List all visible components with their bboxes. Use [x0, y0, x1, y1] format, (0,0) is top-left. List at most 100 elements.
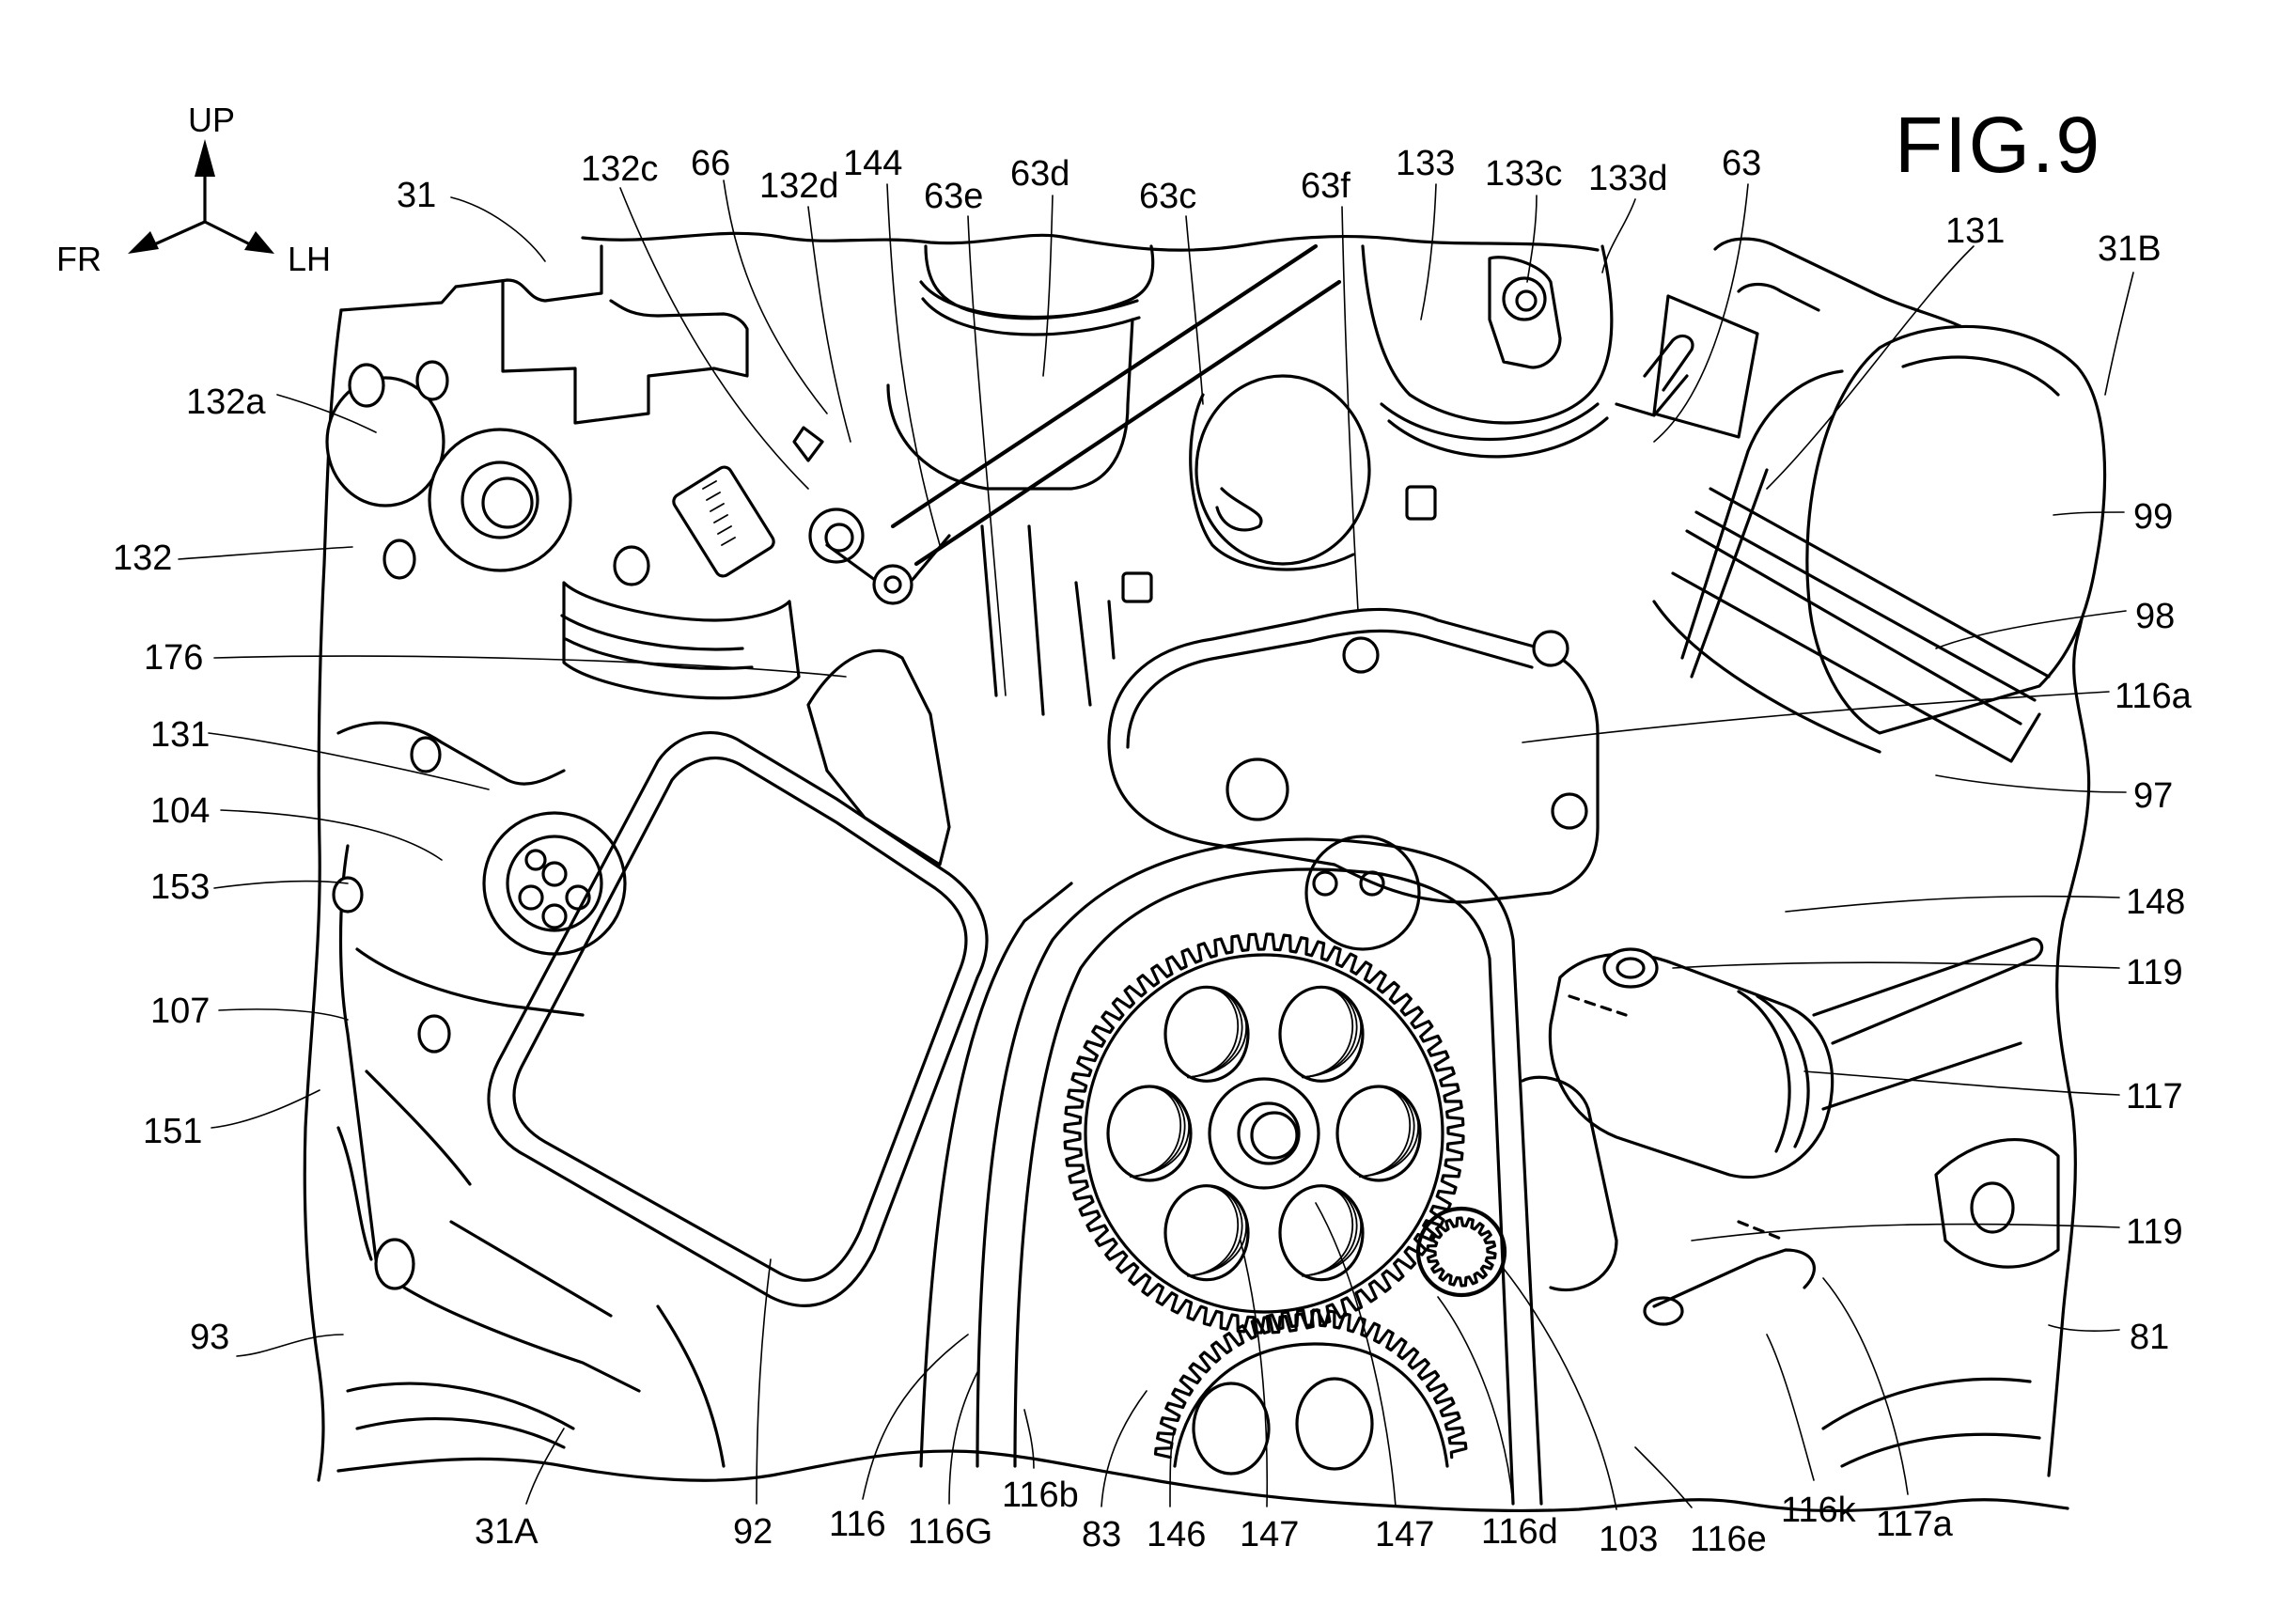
label-116e: 116e	[1690, 1520, 1767, 1559]
leader-153	[213, 880, 349, 889]
pump-body-shaft	[1521, 1075, 1618, 1292]
up-arrow-icon	[195, 139, 215, 177]
label-83: 83	[1082, 1515, 1121, 1554]
timing-case-outer-wall	[919, 882, 1073, 1468]
leader-176	[213, 655, 847, 678]
timing-cover-boss	[1226, 757, 1289, 821]
gear-hole-bevel	[1187, 987, 1247, 1079]
thermostat-housing-inner	[512, 757, 968, 1282]
leader-133	[1420, 183, 1437, 320]
leader-92	[756, 1258, 772, 1505]
label-99: 99	[2133, 497, 2173, 537]
timing-case-116	[976, 837, 1543, 1506]
idler-hole-2	[1359, 870, 1385, 897]
reference-labels: 31 132c 66 132d 144 63e 63d 63c 63f 133 …	[113, 144, 2193, 1559]
cylinder-wall-left	[980, 524, 1045, 716]
throttle-linkage	[672, 426, 951, 605]
idler-hole-1	[1312, 870, 1338, 897]
leader-98	[1935, 610, 2127, 649]
frame-hole	[1970, 1181, 2015, 1234]
leader-31B	[2104, 272, 2134, 396]
gear-hole-bevel	[1302, 987, 1358, 1079]
cam-gear-shaft	[1237, 1101, 1301, 1165]
throttle-spring-coils	[702, 480, 736, 546]
label-132c: 132c	[581, 149, 658, 189]
cam-gear-face	[1084, 953, 1444, 1314]
left-hand-label: LH	[288, 240, 331, 278]
bracket-hole-1	[410, 736, 442, 773]
pump-outlet-117a	[1652, 1248, 1816, 1308]
label-116: 116	[829, 1505, 886, 1544]
air-pipe-131	[1680, 237, 1975, 660]
leader-144	[886, 183, 941, 546]
oil-pump-117	[1548, 952, 1834, 1179]
throttle-cable-stay	[792, 426, 824, 462]
cover-bolt-2	[1532, 630, 1569, 667]
leader-119-lower	[1691, 1223, 2120, 1241]
label-144: 144	[843, 144, 902, 183]
throttle-arm-pivot-core	[883, 575, 902, 594]
gear-hole-bevel	[1130, 1086, 1186, 1178]
leader-132	[178, 546, 353, 560]
label-132: 132	[113, 539, 172, 578]
crank-gear-hole-2	[1295, 1377, 1374, 1471]
gear-hole-bevel	[1187, 1185, 1240, 1277]
label-63f: 63f	[1301, 166, 1350, 206]
bolt-head-1	[1405, 485, 1437, 521]
crankcase-31A	[346, 1304, 726, 1468]
label-116k: 116k	[1781, 1491, 1857, 1530]
injector-63	[1615, 335, 1694, 417]
label-153: 153	[150, 867, 210, 907]
valve-pin-1	[348, 363, 385, 408]
label-63d: 63d	[1010, 154, 1069, 194]
gear-hole-bevel	[1130, 1086, 1190, 1178]
throttle-flange	[501, 280, 749, 425]
front-arrow-icon	[128, 231, 159, 254]
leader-lines	[178, 180, 2134, 1510]
leader-116	[862, 1334, 969, 1500]
label-63e: 63e	[924, 177, 983, 216]
leader-147-right	[1315, 1202, 1397, 1507]
left-arrow-icon	[244, 231, 274, 254]
leader-116b	[1023, 1409, 1035, 1469]
pulley-hole-5	[524, 849, 547, 871]
label-116a: 116a	[2115, 677, 2193, 716]
leader-116G	[948, 1371, 978, 1505]
throttle-arm-pivot	[872, 564, 913, 605]
leader-103	[1503, 1268, 1617, 1510]
left-arrow-shaft	[203, 220, 256, 248]
pump-fitting-dashed	[1568, 994, 1788, 1242]
label-131-left: 131	[150, 715, 210, 755]
label-133d: 133d	[1588, 159, 1668, 198]
bracket-nut-core	[1515, 289, 1538, 312]
crank-gear-teeth	[1153, 1308, 1468, 1460]
leader-97	[1935, 774, 2127, 793]
gear-hole	[1335, 1085, 1422, 1182]
gear-hole	[1278, 1184, 1365, 1282]
idle-control-valve-132a	[325, 376, 445, 508]
throttle-bore-lower	[562, 581, 801, 700]
label-98: 98	[2135, 597, 2175, 636]
gear-hole-bevel	[1187, 987, 1240, 1079]
intake-butterfly-63c	[1194, 374, 1371, 566]
leader-133c	[1526, 195, 1538, 283]
throttle-nut	[808, 508, 865, 564]
cam-gear-teeth	[1063, 932, 1465, 1335]
pulley-hole-4	[541, 903, 568, 929]
gear-hole-bevel	[1187, 987, 1243, 1079]
leader-116k	[1766, 1334, 1815, 1481]
label-147-right: 147	[1375, 1515, 1434, 1554]
injector-bracket	[1652, 294, 1759, 439]
spline-gear-teeth	[1426, 1216, 1497, 1288]
cover-bolt-1	[1342, 636, 1380, 674]
oil-filter-99	[1805, 324, 2107, 735]
leader-107	[218, 1008, 349, 1021]
leader-104	[220, 809, 443, 861]
engine-drawing	[303, 231, 2107, 1513]
bracket-hole-2	[332, 876, 364, 914]
throttle-body-133	[1361, 244, 1614, 425]
label-31A: 31A	[475, 1512, 539, 1552]
leader-146	[1169, 1428, 1176, 1507]
label-148: 148	[2126, 882, 2185, 922]
